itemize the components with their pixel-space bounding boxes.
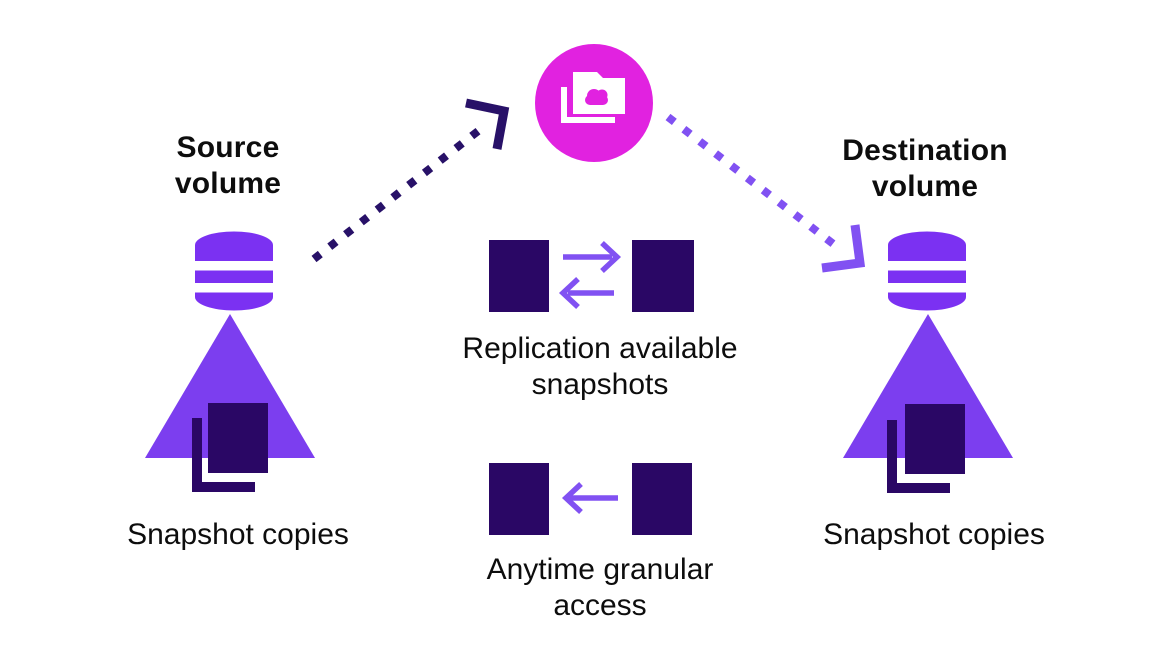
- source-volume-title: Source volume: [174, 131, 282, 200]
- replication-left-square: [489, 240, 549, 312]
- destination-volume-title: Destination volume: [842, 134, 1008, 203]
- replication-right-square: [632, 240, 694, 312]
- access-right-square: [632, 463, 692, 535]
- destination-triangle-icon: [843, 314, 1013, 458]
- source-snapshot-copies-label: Snapshot copies: [127, 518, 349, 551]
- arrow-left-icon: [558, 276, 614, 310]
- dotted-arrow-source-to-cloud-icon: [311, 98, 510, 263]
- left-arrow-icon: [561, 481, 618, 515]
- source-triangle-icon: [145, 314, 315, 458]
- access-left-square: [489, 463, 549, 535]
- destination-snapshot-stack-icon: [887, 420, 950, 493]
- destination-snapshot-square: [905, 404, 965, 474]
- source-snapshot-square: [208, 403, 268, 473]
- bidirectional-sync-arrows-icon: [558, 240, 622, 310]
- cloud-folder-icon: [535, 44, 653, 162]
- source-snapshot-stack-icon: [192, 418, 255, 492]
- destination-database-cylinder-icon: [888, 231, 966, 311]
- replication-caption: Replication available snapshots: [462, 332, 738, 401]
- source-database-cylinder-icon: [195, 231, 273, 311]
- dotted-arrow-cloud-to-destination-icon: [665, 113, 866, 273]
- cloud-glyph: [585, 89, 608, 105]
- access-caption: Anytime granular access: [486, 553, 714, 622]
- arrow-right-icon: [563, 240, 622, 274]
- destination-snapshot-copies-label: Snapshot copies: [823, 518, 1045, 551]
